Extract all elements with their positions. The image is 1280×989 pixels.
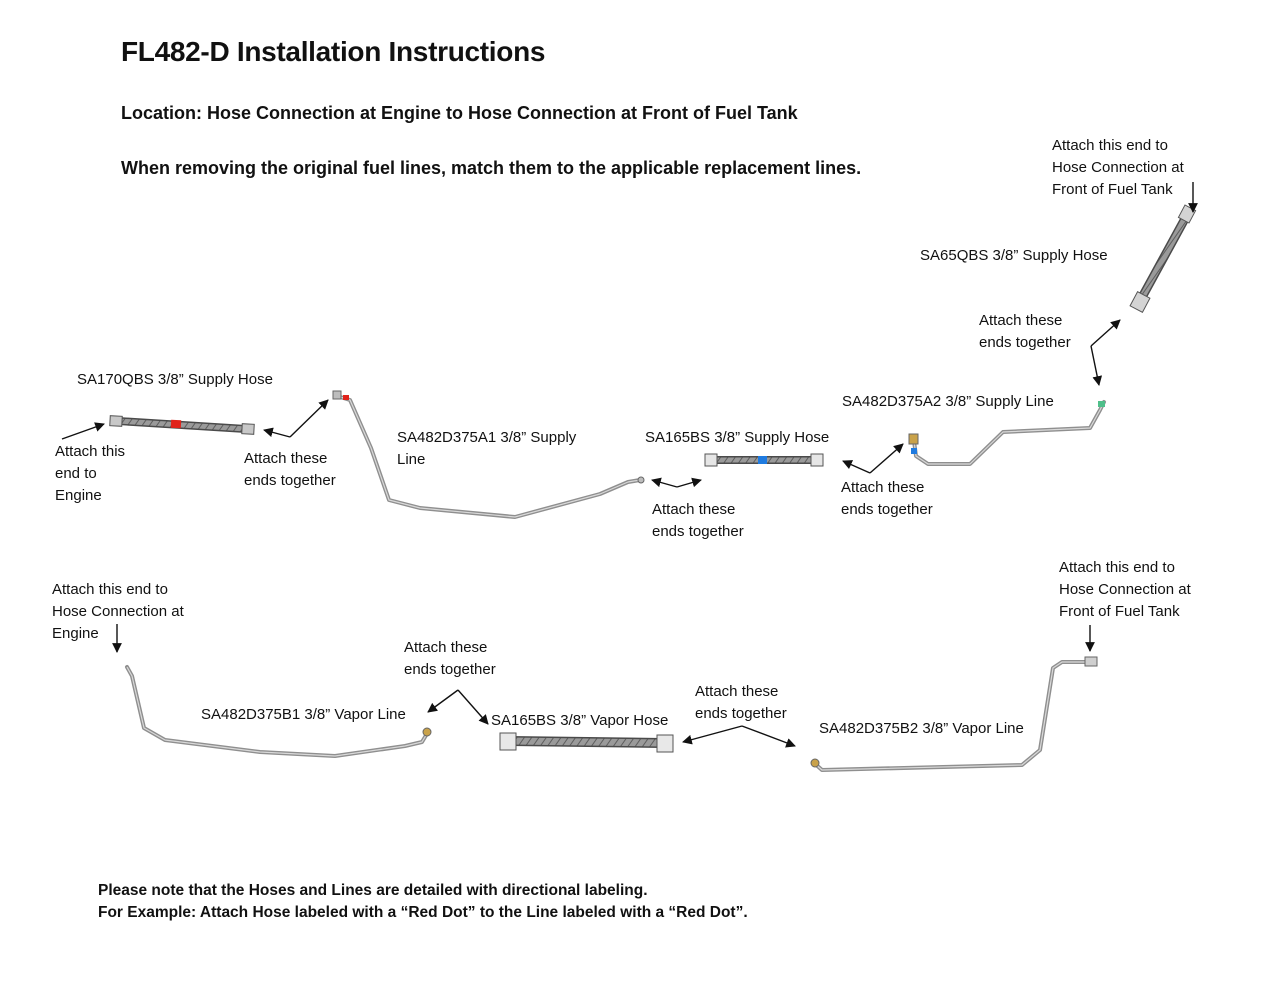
callout-together-1: Attach these ends together (244, 450, 336, 489)
instruction-heading: When removing the original fuel lines, m… (121, 158, 862, 178)
label-sa165bs-supply: SA165BS 3/8” Supply Hose (645, 429, 830, 446)
callout-arrows (61, 182, 1198, 748)
label-sa482d375b2: SA482D375B2 3/8” Vapor Line (819, 720, 1024, 737)
sa482d375a2-line (908, 400, 1106, 466)
blue-dot-marker (758, 456, 767, 464)
sa482d375b1-line (125, 665, 432, 758)
label-sa482d375b1: SA482D375B1 3/8” Vapor Line (201, 706, 406, 723)
sa165bs-vapor-hose (499, 732, 674, 753)
callout-engine-end-vapor: Attach this end to Hose Connection at En… (52, 581, 184, 642)
callout-together-5: Attach these ends together (404, 639, 496, 678)
footer-note: Please note that the Hoses and Lines are… (98, 880, 748, 924)
callout-together-3: Attach these ends together (841, 479, 933, 518)
sa482d375b2-line (810, 656, 1098, 772)
callout-tank-end-supply: Attach this end to Hose Connection at Fr… (1052, 137, 1184, 198)
footer-line-1: Please note that the Hoses and Lines are… (98, 882, 648, 899)
callout-together-4: Attach these ends together (979, 312, 1071, 351)
red-dot-marker (343, 395, 349, 400)
label-sa170qbs: SA170QBS 3/8” Supply Hose (77, 371, 273, 388)
callout-together-6: Attach these ends together (695, 683, 787, 722)
page-title: FL482-D Installation Instructions (121, 36, 546, 67)
label-sa482d375a2: SA482D375A2 3/8” Supply Line (842, 393, 1054, 410)
green-dot-marker (1098, 401, 1105, 407)
label-sa482d375a1: SA482D375A1 3/8” Supply Line (397, 429, 577, 468)
label-sa65qbs: SA65QBS 3/8” Supply Hose (920, 247, 1108, 264)
location-heading: Location: Hose Connection at Engine to H… (121, 103, 798, 123)
label-sa165bs-vapor: SA165BS 3/8” Vapor Hose (491, 712, 669, 729)
sa482d375a1-line (332, 390, 645, 519)
sa65qbs-hose (1129, 204, 1197, 314)
callout-tank-end-vapor: Attach this end to Hose Connection at Fr… (1059, 559, 1191, 620)
blue-dot-marker (911, 448, 917, 454)
red-dot-marker (170, 419, 182, 429)
sa165bs-supply-hose (704, 453, 824, 467)
footer-line-2: For Example: Attach Hose labeled with a … (98, 904, 748, 921)
sa170qbs-hose (109, 415, 255, 435)
callout-engine-end: Attach this end to Engine (55, 443, 126, 504)
callout-together-2: Attach these ends together (652, 501, 744, 540)
